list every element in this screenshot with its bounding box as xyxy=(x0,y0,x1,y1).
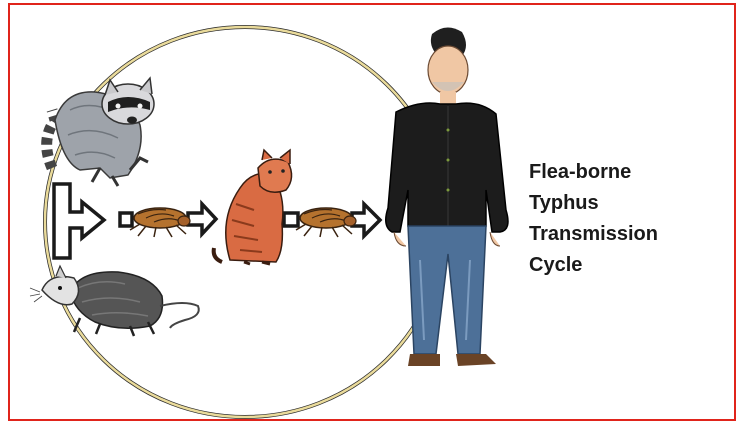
title-line: Transmission xyxy=(529,219,709,250)
flea-icon xyxy=(296,208,356,237)
raccoon-icon xyxy=(47,78,154,186)
split-arrow xyxy=(54,184,104,258)
diagram-title: Flea-borne Typhus Transmission Cycle xyxy=(529,157,709,281)
opossum-icon xyxy=(30,266,199,336)
title-line: Typhus xyxy=(529,188,709,219)
title-line: Flea-borne xyxy=(529,157,709,188)
arrow-1 xyxy=(120,213,132,226)
cat-icon xyxy=(214,150,292,264)
flea-icon xyxy=(130,208,190,237)
man-icon xyxy=(386,27,508,366)
title-line: Cycle xyxy=(529,250,709,281)
arrow-3 xyxy=(284,213,298,226)
arrow-2 xyxy=(188,204,216,234)
